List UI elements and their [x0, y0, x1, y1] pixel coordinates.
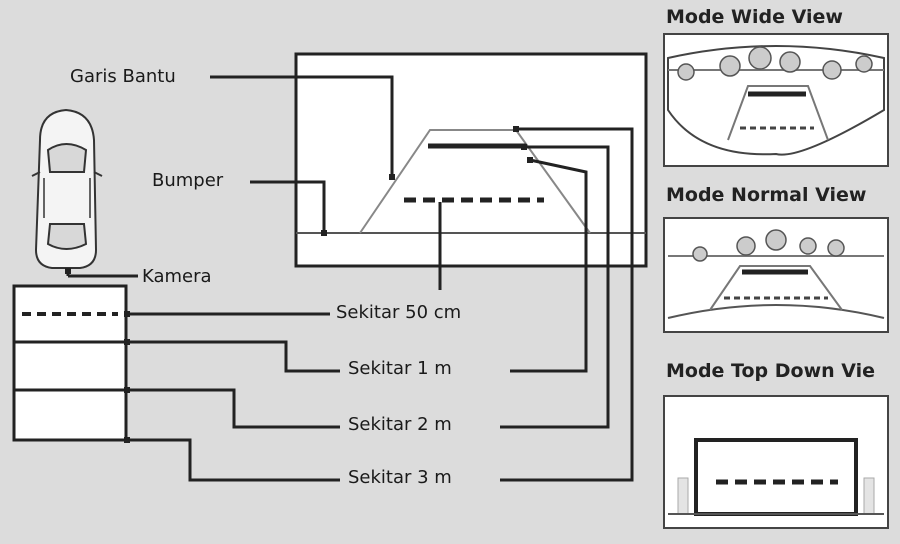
- wide-view-panel: [663, 33, 889, 167]
- normal-view-panel: [663, 217, 889, 333]
- top-down-view-panel: [663, 395, 889, 529]
- car-top-view-icon: [31, 108, 103, 269]
- wide-view-title: Mode Wide View: [666, 6, 843, 28]
- distance-leaders-left: [126, 312, 340, 482]
- top-down-view-title: Mode Top Down Vie: [666, 360, 876, 382]
- camera-label: Kamera: [142, 266, 212, 287]
- camera-screen: [294, 52, 648, 268]
- approx-1m-label: Sekitar 1 m: [348, 358, 452, 379]
- screen-leaders: [210, 75, 634, 482]
- approx-50cm-label: Sekitar 50 cm: [336, 302, 462, 323]
- grid-markers: [124, 311, 130, 443]
- approx-3m-label: Sekitar 3 m: [348, 467, 452, 488]
- guide-lines-label: Garis Bantu: [70, 66, 176, 87]
- camera-leader: [66, 268, 138, 278]
- camera-marker: [65, 268, 71, 274]
- normal-view-title: Mode Normal View: [666, 184, 867, 206]
- bumper-label: Bumper: [152, 170, 224, 191]
- approx-2m-label: Sekitar 2 m: [348, 414, 452, 435]
- ground-distance-grid: [12, 284, 128, 442]
- screen-markers: [321, 126, 533, 236]
